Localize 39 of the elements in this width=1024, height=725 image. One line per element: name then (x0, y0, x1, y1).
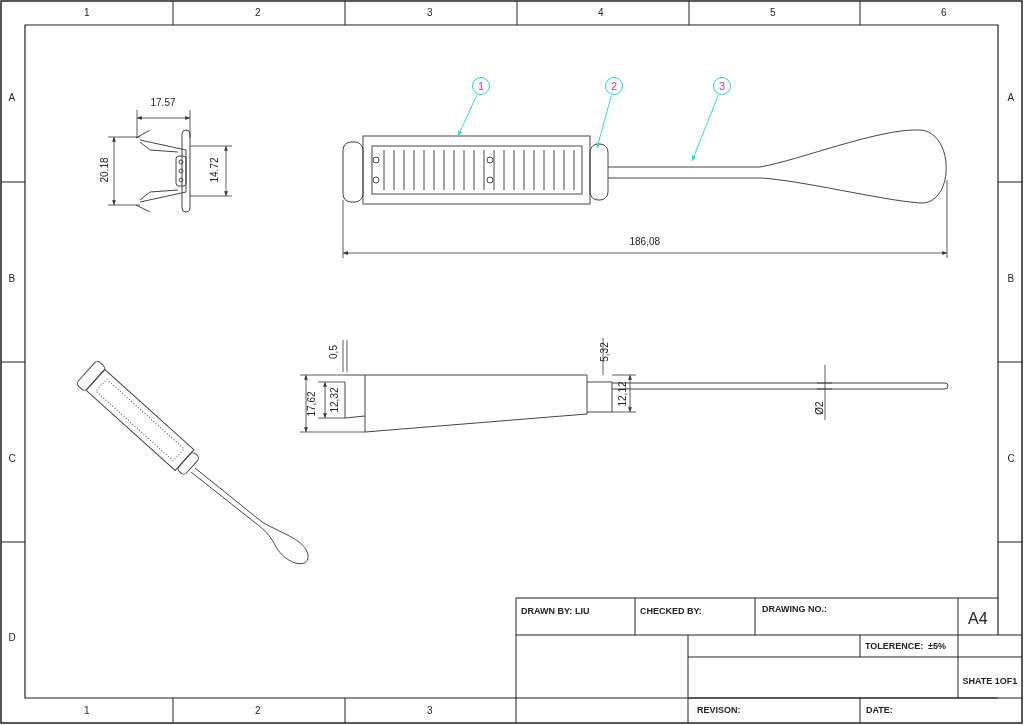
dimension-value: 20.18 (99, 157, 109, 183)
title-block-text: REVISON: (697, 705, 741, 715)
title-block-text: DRAWING NO.: (762, 604, 827, 614)
dimension-value: 0,5 (328, 345, 339, 359)
grid-reference: C (8, 454, 16, 464)
grid-reference: 3 (427, 706, 433, 716)
dimension-value: 17,62 (306, 391, 316, 417)
sheet-size-label: A4 (968, 611, 988, 627)
grid-reference: 1 (84, 8, 90, 18)
grid-reference: 2 (255, 8, 261, 18)
title-block-text: LIU (575, 606, 590, 616)
grid-reference: 6 (941, 8, 947, 18)
grid-reference: 2 (255, 706, 261, 716)
callout-number: 3 (713, 77, 731, 95)
grid-reference: 4 (598, 8, 604, 18)
grid-reference: A (1007, 93, 1015, 103)
title-block-text: TOLERENCE: (865, 641, 924, 651)
callout-number: 1 (472, 77, 490, 95)
grid-reference: 5 (770, 8, 776, 18)
title-block-text: DATE: (866, 705, 893, 715)
title-block-text: CHECKED BY: (640, 606, 702, 616)
grid-reference: 1 (84, 706, 90, 716)
title-block-text: SHATE 1OF1 (962, 676, 1018, 686)
dimension-value: 12,32 (329, 387, 339, 413)
dimension-value: 14.72 (209, 157, 219, 183)
dimension-value: Ø2 (814, 401, 825, 415)
grid-reference: D (8, 633, 16, 643)
grid-reference: B (1007, 274, 1015, 284)
grid-reference: A (8, 93, 16, 103)
dimension-value: 17.57 (150, 98, 176, 108)
dimension-value: 12,12 (617, 381, 627, 407)
grid-reference: B (8, 274, 16, 284)
title-block-text: ±5% (928, 641, 946, 651)
grid-reference: 3 (427, 8, 433, 18)
title-block-text: DRAWN BY: (521, 606, 573, 616)
dimension-value: 186,08 (629, 237, 661, 247)
dimension-value: 5,32 (599, 342, 610, 362)
grid-reference: C (1007, 454, 1015, 464)
callout-number: 2 (605, 77, 623, 95)
